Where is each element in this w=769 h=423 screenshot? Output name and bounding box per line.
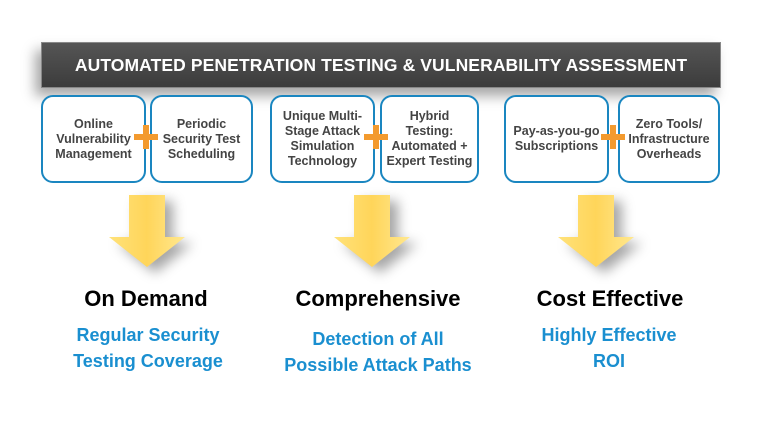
subtitle-line: ROI (592, 351, 625, 371)
heading-on-demand: On Demand (84, 286, 208, 311)
plus-icon (601, 125, 625, 149)
subtitle-line: Detection of All (312, 329, 444, 349)
down-arrow-icon (109, 195, 185, 267)
plus-icon (364, 125, 388, 149)
subtitle-line: Testing Coverage (73, 351, 223, 371)
feature-box: Periodic Security Test Scheduling (150, 95, 253, 183)
subtitle-line: Regular Security (76, 325, 220, 345)
feature-box: Online Vulnerability Management (41, 95, 146, 183)
heading-comprehensive: Comprehensive (295, 286, 461, 311)
feature-box: Zero Tools/ Infrastructure Overheads (618, 95, 720, 183)
heading-cost-effective: Cost Effective (536, 286, 684, 311)
plus-icon (134, 125, 158, 149)
feature-box: Pay-as-you-go Subscriptions (504, 95, 609, 183)
title-banner: AUTOMATED PENETRATION TESTING & VULNERAB… (41, 42, 721, 88)
subtitle-line: Possible Attack Paths (284, 355, 472, 375)
down-arrow-icon (334, 195, 410, 267)
feature-box: Hybrid Testing: Automated + Expert Testi… (380, 95, 479, 183)
subtitle-line: Highly Effective (541, 325, 677, 345)
down-arrow-icon (558, 195, 634, 267)
feature-box: Unique Multi-Stage Attack Simulation Tec… (270, 95, 375, 183)
